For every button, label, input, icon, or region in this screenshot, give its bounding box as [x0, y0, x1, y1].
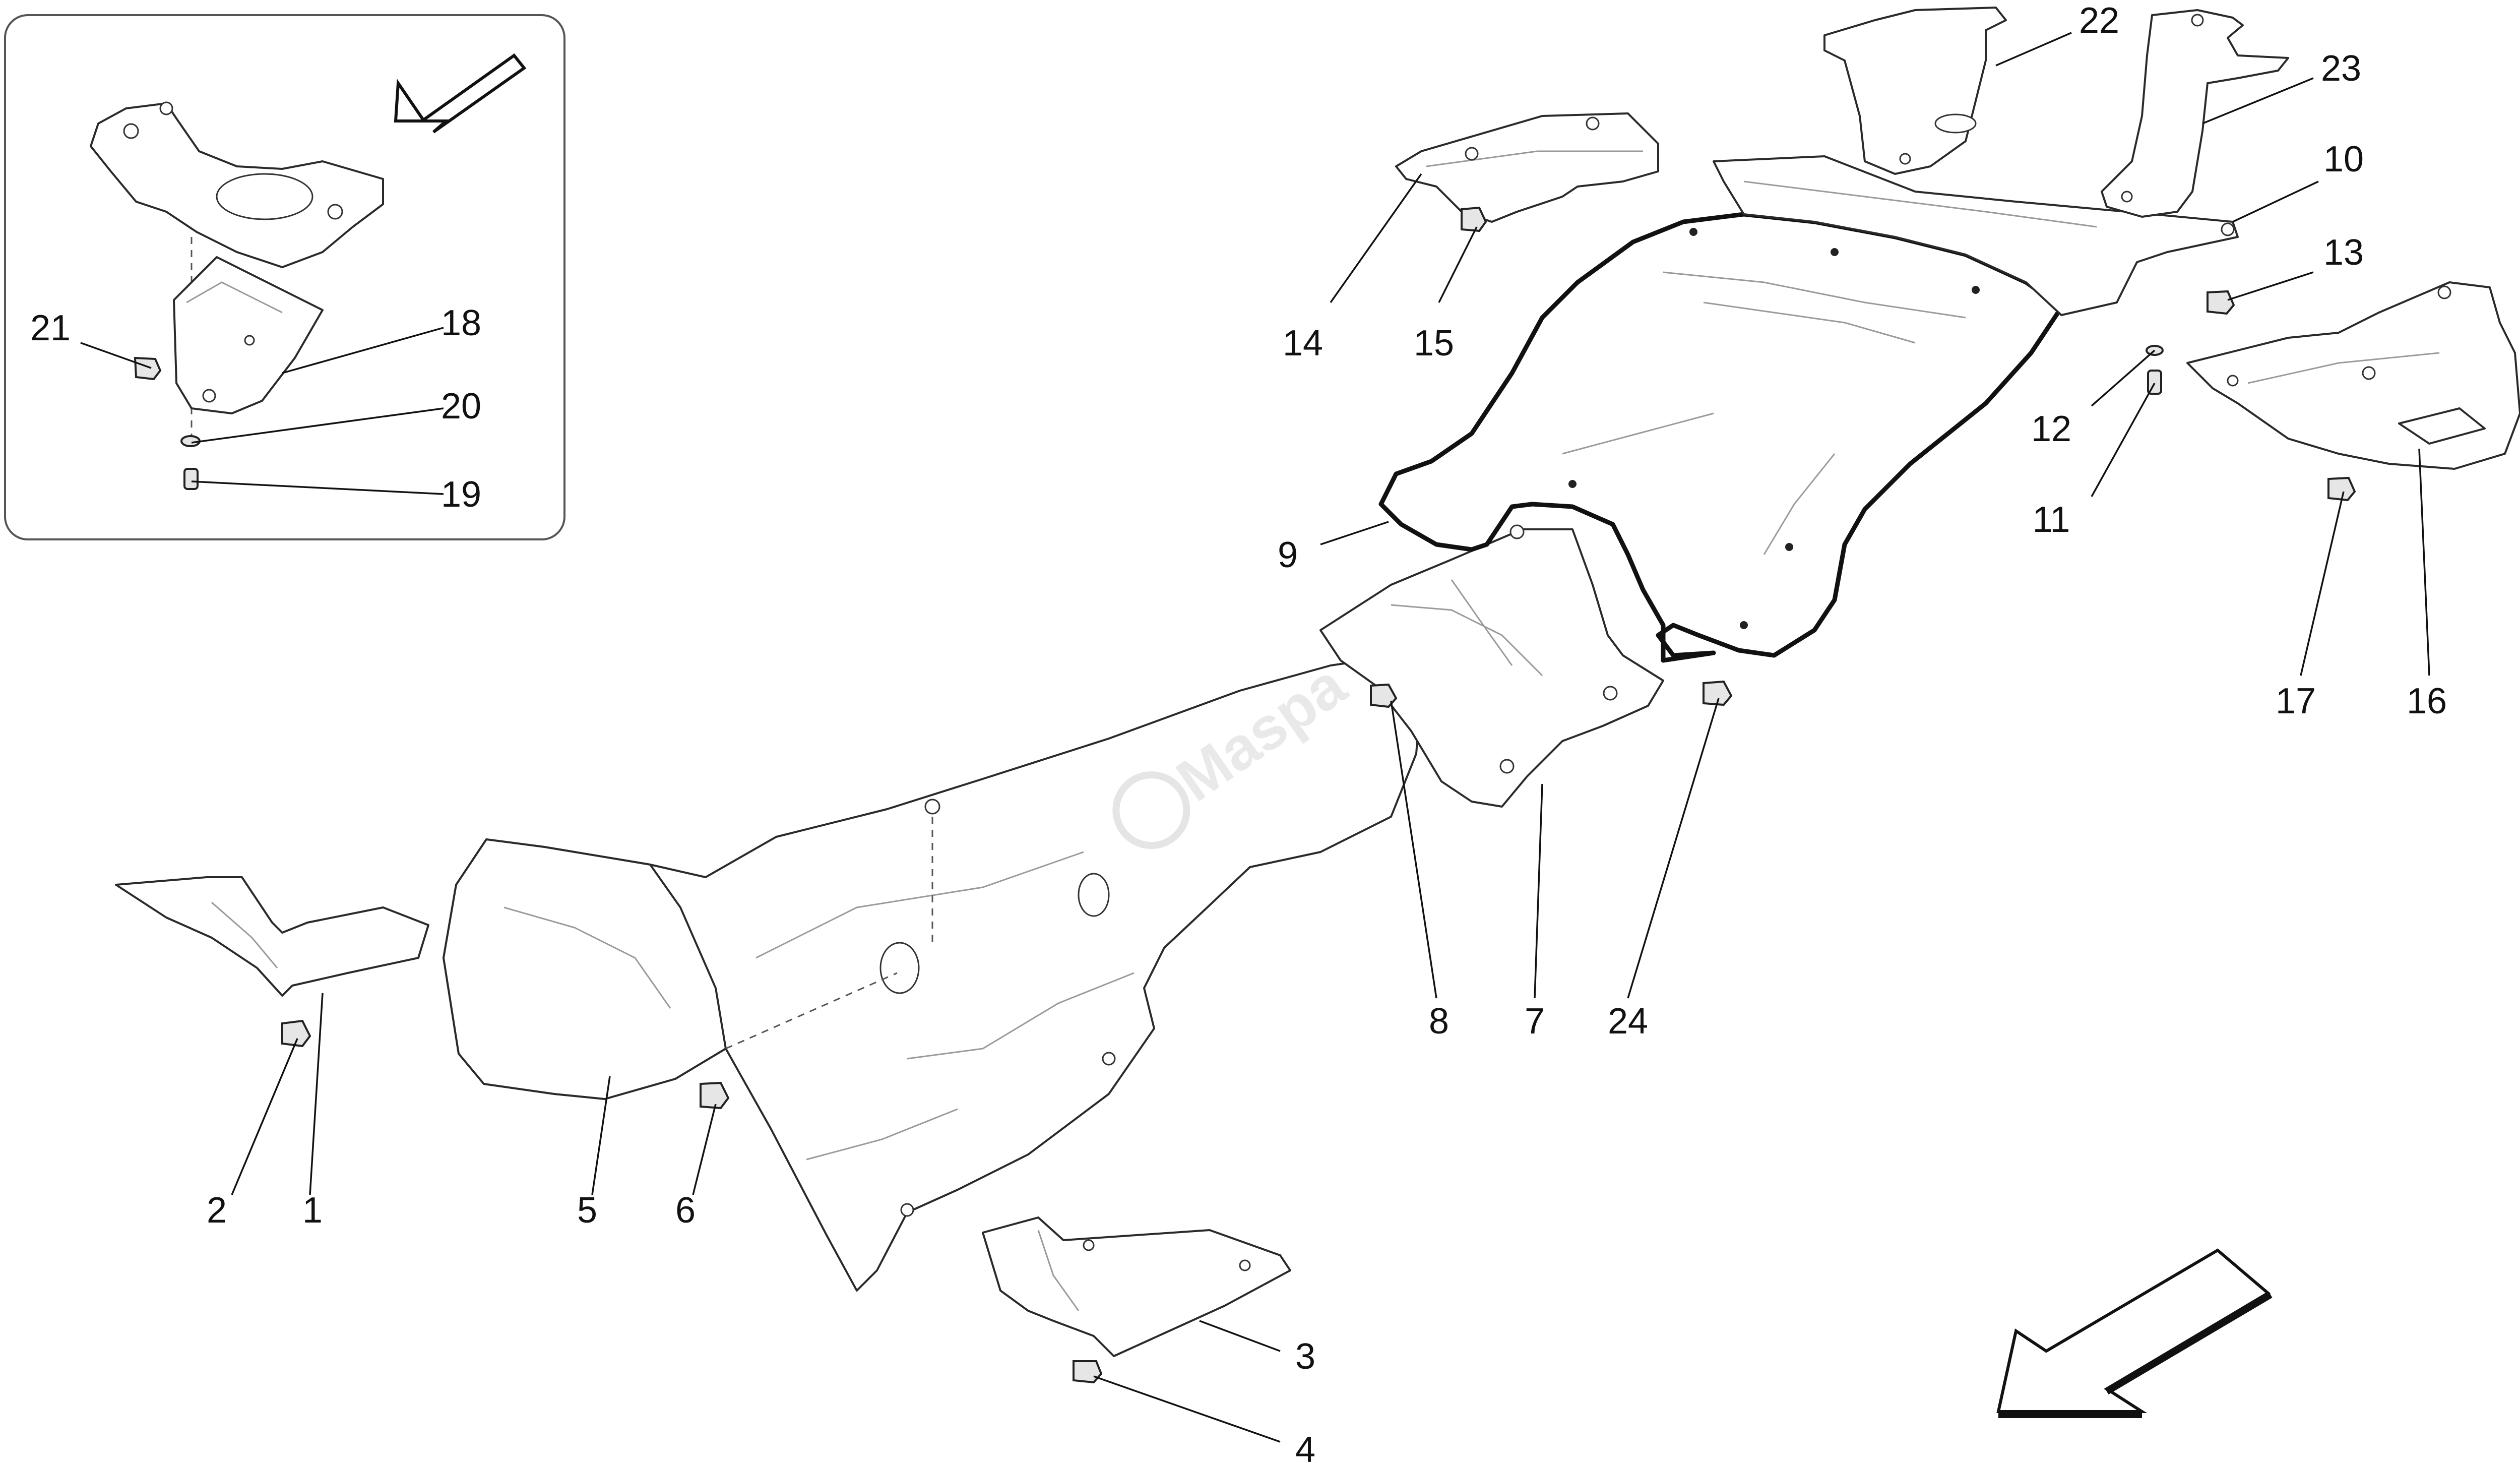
part-22-shield — [1823, 7, 2007, 175]
callout-3: 3 — [1295, 1336, 1315, 1377]
callout-23: 23 — [2321, 48, 2361, 89]
callout-12: 12 — [2031, 409, 2071, 449]
part-5-main-tunnel-shield — [443, 654, 1422, 1292]
part-5-hole-b — [1078, 873, 1110, 917]
part-1-left-deflector — [115, 876, 429, 997]
callout-15: 15 — [1414, 323, 1454, 363]
callout-20: 20 — [441, 386, 481, 426]
part-17-clip — [2327, 476, 2356, 502]
callout-5: 5 — [577, 1190, 597, 1231]
leader-lines — [80, 32, 2430, 1443]
callout-24: 24 — [1608, 1001, 1648, 1042]
callout-9: 9 — [1278, 535, 1298, 575]
callout-6: 6 — [675, 1190, 696, 1231]
inset-part-19-bolt — [183, 468, 199, 490]
callout-19: 19 — [441, 474, 481, 515]
callout-10: 10 — [2323, 139, 2364, 179]
callout-4: 4 — [1295, 1430, 1315, 1463]
callout-7: 7 — [1525, 1001, 1545, 1042]
part-9-rear-tunnel-shield — [1378, 212, 2064, 663]
callout-8: 8 — [1429, 1001, 1449, 1042]
part-10-rear-cross-shield — [1713, 155, 2239, 316]
part-14-top-shield — [1395, 112, 1659, 223]
inset-part-21-clip — [134, 356, 162, 381]
part-15-clip — [1461, 206, 1487, 232]
part-24-clip — [1703, 680, 1733, 706]
callout-22: 22 — [2079, 1, 2119, 41]
inset-bracket-hole — [216, 173, 313, 220]
callout-13: 13 — [2323, 232, 2364, 273]
callout-labels: 1 2 3 4 5 6 7 8 9 10 11 12 13 14 15 16 1… — [30, 1, 2447, 1463]
inset-direction-arrow — [394, 53, 527, 134]
part-23-shield — [2101, 9, 2289, 218]
callout-14: 14 — [1283, 323, 1323, 363]
watermark-logo-icon — [1112, 771, 1190, 849]
part-8-clip — [1370, 683, 1398, 708]
part-13-clip — [2207, 290, 2235, 315]
callout-21: 21 — [30, 308, 71, 348]
callout-18: 18 — [441, 303, 481, 343]
callout-2: 2 — [207, 1190, 227, 1231]
callout-16: 16 — [2407, 681, 2447, 721]
callout-11: 11 — [2033, 500, 2070, 540]
part-2-clip — [281, 1019, 311, 1048]
part-3-lower-deflector — [982, 1216, 1291, 1357]
part-4-clip — [1073, 1360, 1103, 1384]
fasteners — [281, 206, 2356, 1384]
detail-inset — [4, 14, 565, 540]
part-6-clip — [700, 1081, 730, 1110]
part-5-hole-a — [879, 942, 920, 994]
part-16-right-shield — [2186, 281, 2520, 470]
callout-1: 1 — [302, 1190, 323, 1231]
callout-17: 17 — [2276, 681, 2316, 721]
part-7-middle-shield — [1319, 524, 1664, 808]
front-direction-arrow — [1996, 1248, 2273, 1418]
